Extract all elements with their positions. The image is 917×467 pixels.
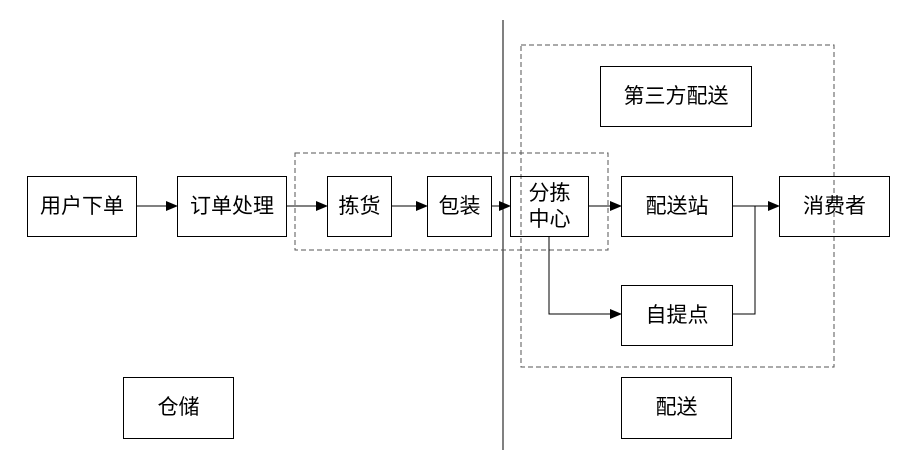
- picking-label: 拣货: [338, 193, 381, 218]
- delivery-region-label: 配送: [655, 395, 698, 420]
- user-order-box: 用户下单: [27, 176, 137, 237]
- packing-label: 包装: [438, 193, 481, 218]
- consumer-label: 消费者: [803, 193, 866, 218]
- pickup-point-box: 自提点: [621, 285, 733, 346]
- arrow-sorting-center-to-pickup-point: [548, 237, 622, 319]
- sorting-center-box: 分拣 中心: [510, 176, 589, 237]
- user-order-label: 用户下单: [40, 193, 124, 218]
- picking-box: 拣货: [327, 176, 392, 237]
- order-processing-label: 订单处理: [190, 193, 274, 218]
- line-pickup-point-to-consumer: [733, 206, 756, 315]
- third-party-delivery-label: 第三方配送: [623, 83, 729, 108]
- warehouse-region-box: 仓储: [123, 377, 234, 439]
- delivery-dashed-group: [520, 44, 835, 368]
- delivery-station-box: 配送站: [621, 176, 733, 237]
- packing-box: 包装: [427, 176, 492, 237]
- pickup-point-label: 自提点: [645, 302, 709, 327]
- delivery-station-label: 配送站: [645, 193, 709, 218]
- delivery-region-box: 配送: [621, 377, 732, 439]
- sorting-center-label: 分拣 中心: [528, 181, 571, 231]
- third-party-delivery-box: 第三方配送: [600, 66, 752, 127]
- order-processing-box: 订单处理: [177, 176, 287, 237]
- consumer-box: 消费者: [779, 176, 890, 237]
- warehouse-region-label: 仓储: [157, 395, 200, 420]
- warehouse-dashed-group: [294, 152, 609, 251]
